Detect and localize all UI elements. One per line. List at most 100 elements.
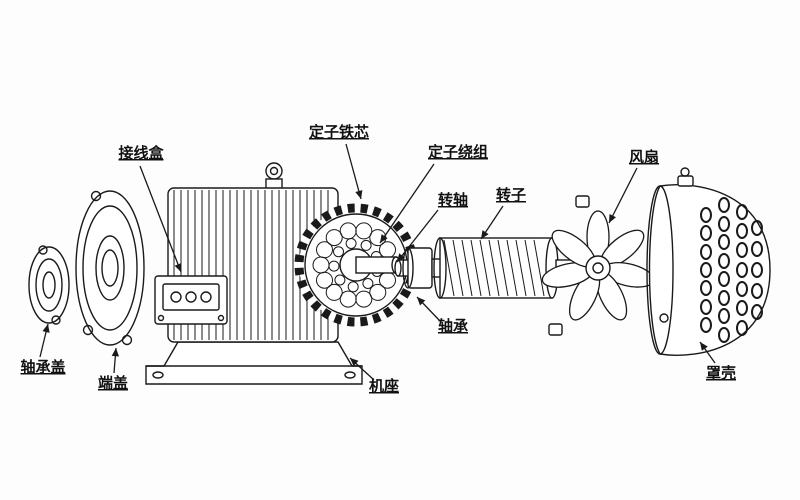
leader-arrows (39, 143, 716, 381)
end-cover-hole (101, 249, 119, 287)
rotor-bar (533, 239, 545, 297)
vent-hole (718, 253, 730, 269)
bearing-cap-mid (35, 258, 63, 312)
arrowhead (397, 253, 405, 262)
rotor-left-face (433, 237, 447, 299)
fan-hub (585, 255, 611, 281)
terminal-3 (200, 291, 212, 303)
winding-coil (316, 241, 333, 259)
vent-hole (700, 207, 712, 223)
vent-hole (736, 262, 748, 278)
bearing-cap-bolt-top (38, 245, 48, 255)
winding-coil (347, 281, 359, 293)
fan-part (541, 195, 655, 336)
base-bolt-hole-left (152, 371, 164, 379)
junction-box-screw-left (157, 314, 165, 322)
base-bolt-hole-right (344, 371, 356, 379)
vent-hole (718, 234, 730, 250)
vent-hole (700, 299, 712, 315)
vent-hole (700, 317, 712, 333)
leader-line (608, 167, 638, 224)
winding-coil (355, 222, 373, 240)
end-cover-outer (75, 190, 145, 346)
label-stator-core: 定子铁芯 (309, 123, 369, 141)
terminal-2 (185, 291, 197, 303)
leader-line (345, 143, 362, 200)
leader-line (396, 209, 439, 263)
bearing-cap-hole (42, 271, 56, 299)
winding-coil (333, 246, 344, 258)
winding-coil (360, 239, 372, 251)
label-frame: 机座 (369, 377, 399, 395)
fan-clip-top (575, 195, 590, 208)
vent-hole (736, 223, 748, 239)
vent-hole (736, 281, 748, 297)
vent-hole (751, 262, 763, 278)
vent-hole (751, 241, 763, 257)
bearing-cap-outer (28, 246, 70, 324)
lifting-eyebolt-hole (269, 166, 279, 176)
terminal-1 (170, 291, 182, 303)
label-rotor: 转子 (496, 186, 526, 204)
rotor-bar (470, 239, 482, 297)
arrowhead (42, 324, 50, 333)
vent-hole (700, 280, 712, 296)
label-shaft: 转轴 (438, 191, 468, 209)
label-end-cover: 端盖 (98, 374, 128, 392)
rotor-bar (515, 239, 527, 297)
ventilation-holes (700, 197, 763, 343)
winding-coil (339, 290, 357, 308)
label-fan: 风扇 (629, 148, 659, 166)
end-cover-ring (82, 205, 138, 331)
vent-hole (718, 216, 730, 232)
junction-box-screw-right (217, 314, 225, 322)
shell-rim (646, 185, 674, 355)
base-foot (145, 341, 363, 385)
rotor-bar (497, 239, 509, 297)
arrowhead (350, 358, 359, 367)
vent-hole (700, 225, 712, 241)
arrowhead (111, 348, 119, 357)
bearing-cap-bolt-bottom (51, 315, 61, 325)
vent-hole (718, 197, 730, 213)
vent-hole (751, 220, 763, 236)
shaft-stub (355, 256, 397, 274)
rotor-bar (524, 239, 536, 297)
vent-hole (736, 204, 748, 220)
end-cover-bolt-2 (82, 324, 94, 336)
rotor-bar (443, 239, 455, 297)
lifting-eyebolt (265, 162, 283, 180)
end-cover-bolt-3 (121, 334, 133, 346)
label-junction-box: 接线盒 (118, 144, 164, 162)
rotor-bar (461, 239, 473, 297)
label-bearing-cap: 轴承盖 (20, 358, 65, 376)
winding-coil (325, 229, 343, 247)
fan-blades (541, 210, 655, 321)
label-shell: 罩壳 (706, 364, 736, 382)
winding-coil (325, 283, 343, 301)
fan-hub-hole (592, 262, 604, 274)
shell-body (648, 184, 771, 356)
rotor-bar (479, 239, 491, 297)
end-cover-part (75, 190, 145, 346)
labels: 接线盒 定子铁芯 定子绕组 转轴 转子 风扇 轴承 机座 轴承盖 端盖 罩壳 (20, 123, 736, 395)
vent-hole (751, 283, 763, 299)
bearing-cap-part (28, 245, 70, 325)
vent-hole (700, 262, 712, 278)
frame-base-part (145, 341, 363, 385)
vent-hole (718, 327, 730, 343)
shell-screw (659, 313, 669, 323)
arrowhead (481, 230, 489, 239)
vent-hole (718, 308, 730, 324)
winding-coil (328, 260, 340, 272)
label-bearing: 轴承 (438, 317, 468, 335)
winding-coil (334, 274, 346, 286)
arrowhead (380, 234, 388, 243)
shell-top-lug-hole (680, 167, 690, 177)
junction-box-part (154, 275, 228, 325)
junction-box-plate (162, 283, 220, 311)
fan-clip-bottom (548, 323, 563, 336)
vent-hole (700, 244, 712, 260)
